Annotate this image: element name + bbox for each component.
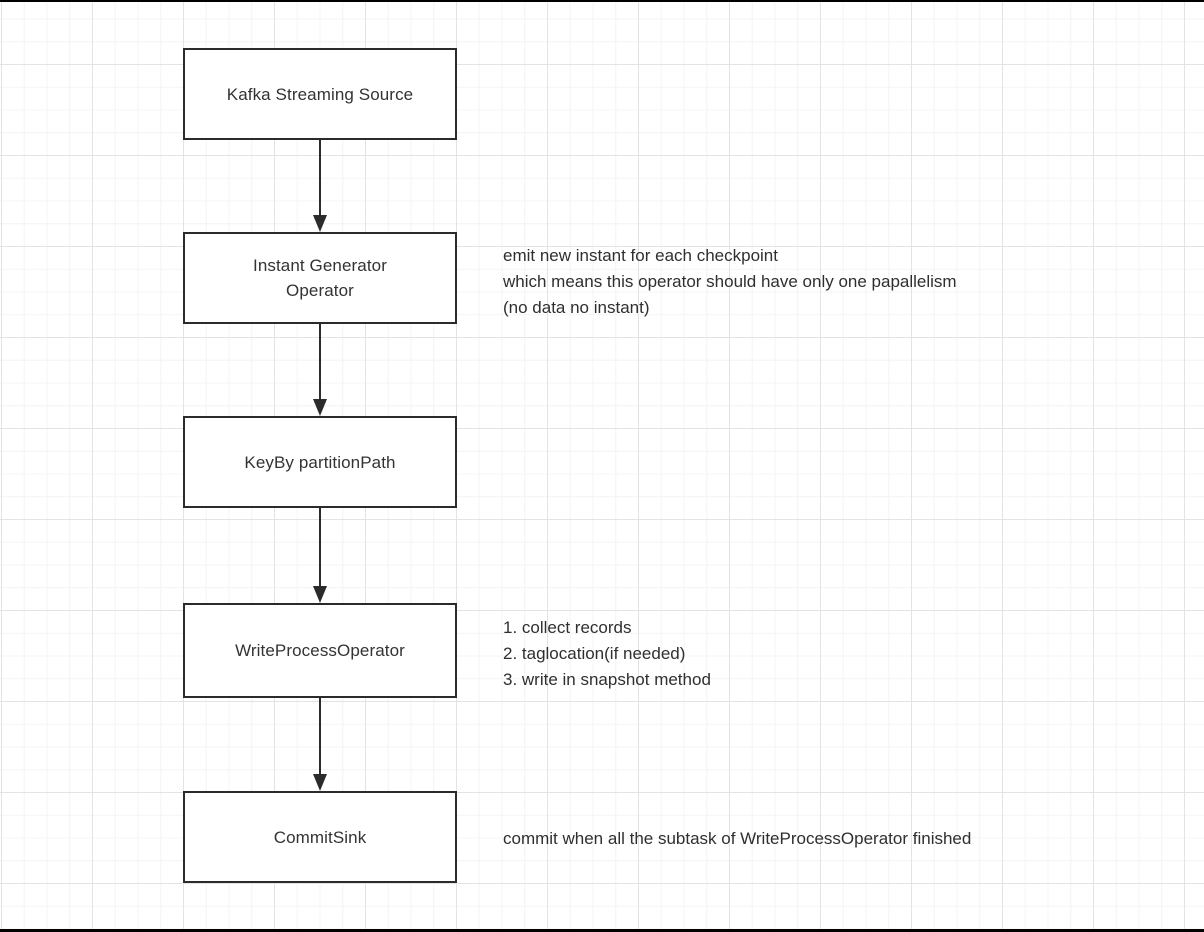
node-commit-sink[interactable]: CommitSink (183, 791, 457, 883)
arrow-source-to-instant (313, 140, 327, 232)
arrow-write-to-commit (313, 698, 327, 791)
arrow-head-icon (313, 215, 327, 232)
arrow-shaft (319, 140, 321, 215)
node-label: Instant Generator Operator (253, 256, 387, 300)
node-label: CommitSink (273, 827, 367, 847)
arrow-head-icon (313, 774, 327, 791)
arrow-head-icon (313, 586, 327, 603)
arrow-instant-to-keyby (313, 324, 327, 416)
canvas-top-border (0, 0, 1204, 2)
annotation-commit-sink: commit when all the subtask of WriteProc… (503, 829, 972, 848)
node-label: WriteProcessOperator (235, 641, 405, 660)
arrow-head-icon (313, 399, 327, 416)
arrow-shaft (319, 508, 321, 586)
annotation-instant-generator: emit new instant for each checkpoint whi… (503, 246, 957, 317)
node-keyby-partitionpath[interactable]: KeyBy partitionPath (183, 416, 457, 508)
node-label: KeyBy partitionPath (244, 452, 396, 472)
node-instant-generator-operator[interactable]: Instant Generator Operator (183, 232, 457, 324)
node-kafka-streaming-source[interactable]: Kafka Streaming Source (183, 48, 457, 140)
node-label: Kafka Streaming Source (226, 84, 414, 104)
canvas-bottom-border (0, 929, 1204, 932)
arrow-shaft (319, 698, 321, 774)
arrow-keyby-to-write (313, 508, 327, 603)
node-write-process-operator[interactable]: WriteProcessOperator (183, 603, 457, 698)
annotation-write-process: 1. collect records 2. taglocation(if nee… (503, 618, 711, 689)
arrow-shaft (319, 324, 321, 399)
